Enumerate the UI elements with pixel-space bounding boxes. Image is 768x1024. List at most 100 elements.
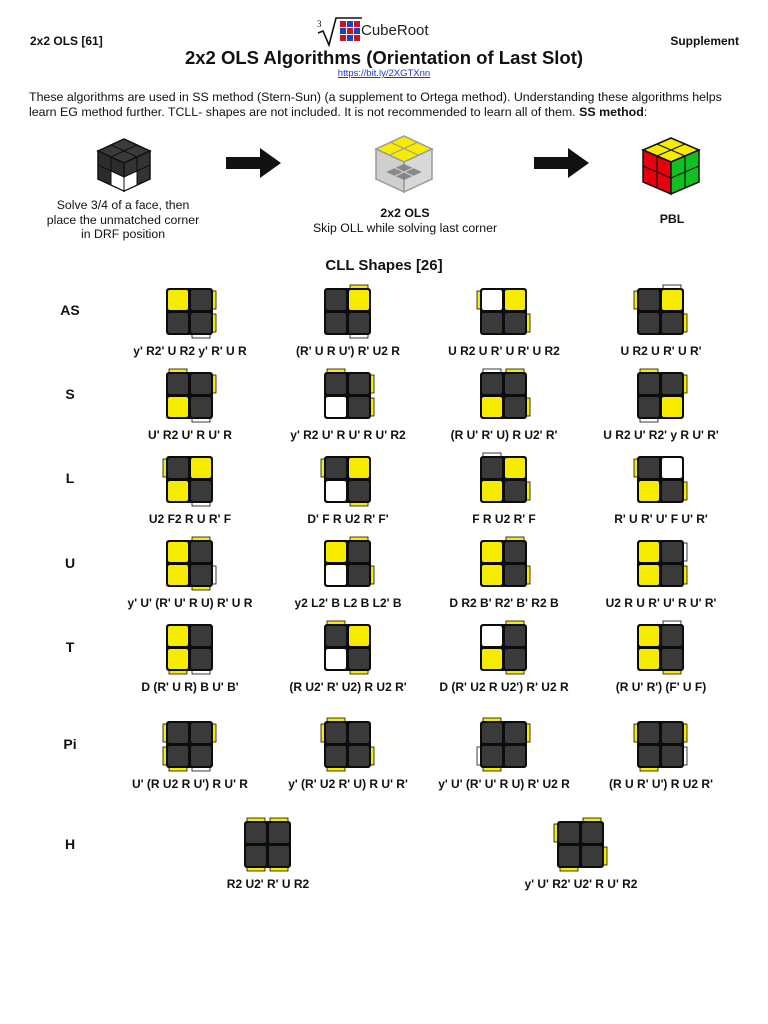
- cube-diagram-icon: [324, 284, 371, 339]
- top-sticker: [639, 458, 659, 478]
- algorithm-text: y2 L2' B L2 B L2' B: [294, 596, 402, 610]
- top-sticker: [582, 846, 602, 866]
- top-sticker: [168, 313, 188, 333]
- top-sticker: [269, 823, 289, 843]
- case-cell: D' F R U2 R' F': [263, 451, 433, 526]
- top-sticker: [191, 542, 211, 562]
- top-sticker: [639, 542, 659, 562]
- top-sticker: [168, 746, 188, 766]
- top-sticker: [168, 481, 188, 501]
- top-sticker: [662, 746, 682, 766]
- case-cell: (R U R' U') R U2 R': [576, 716, 746, 791]
- top-sticker: [168, 290, 188, 310]
- logo-text: CubeRoot: [361, 22, 429, 39]
- algorithm-text: F R U2 R' F: [472, 512, 536, 526]
- page-tag-right: Supplement: [670, 34, 739, 48]
- top-sticker: [505, 723, 525, 743]
- algorithm-text: y' U' (R' U' R U) R' U2 R: [438, 777, 570, 791]
- top-sticker: [191, 649, 211, 669]
- algorithm-text: U2 R U R' U' R U' R': [605, 596, 717, 610]
- cube-diagram-icon: [480, 452, 531, 503]
- top-sticker: [639, 290, 659, 310]
- top-sticker: [349, 649, 369, 669]
- top-sticker: [639, 397, 659, 417]
- case-cell: y' R2' U R2 y' R' U R: [105, 283, 275, 358]
- algorithm-text: (R U' R' U) R U2' R': [450, 428, 558, 442]
- top-sticker: [326, 626, 346, 646]
- algorithm-text: y' U' (R' U' R U) R' U R: [127, 596, 253, 610]
- cube-diagram-icon: [553, 817, 608, 872]
- top-sticker: [168, 565, 188, 585]
- cube-root-logo-icon: 3: [317, 17, 362, 48]
- top-sticker: [349, 481, 369, 501]
- top-sticker: [191, 313, 211, 333]
- algorithm-text: D (R' U R) B U' B': [141, 680, 239, 694]
- arrow-right-icon: [534, 148, 590, 178]
- top-sticker: [349, 374, 369, 394]
- case-cell: U' R2 U' R U' R: [105, 367, 275, 442]
- top-sticker: [191, 723, 211, 743]
- cube-diagram-icon: [637, 368, 688, 423]
- step1-cube-image: [94, 137, 154, 198]
- top-sticker: [349, 565, 369, 585]
- cube-diagram-icon: [162, 456, 213, 507]
- case-cell: U R2 U R' U R': [576, 283, 746, 358]
- algorithm-text: y' (R' U2 R' U) R U' R': [288, 777, 408, 791]
- top-sticker: [482, 481, 502, 501]
- top-sticker: [505, 626, 525, 646]
- top-sticker: [505, 458, 525, 478]
- algorithm-text: U R2 U R' U R': [620, 344, 702, 358]
- top-sticker: [191, 458, 211, 478]
- algorithm-text: D' F R U2 R' F': [307, 512, 389, 526]
- case-cell: F R U2 R' F: [419, 451, 589, 526]
- top-sticker: [482, 290, 502, 310]
- top-sticker: [168, 626, 188, 646]
- algorithm-text: R' U R' U' F U' R': [614, 512, 708, 526]
- algorithm-text: (R U R' U') R U2 R': [609, 777, 713, 791]
- top-sticker: [505, 290, 525, 310]
- cube-diagram-icon: [320, 717, 375, 772]
- top-sticker: [505, 542, 525, 562]
- case-cell: (R' U R U') R' U2 R: [263, 283, 433, 358]
- top-sticker: [482, 746, 502, 766]
- cube-diagram-icon: [480, 620, 527, 675]
- page-tag-left: 2x2 OLS [61]: [30, 34, 103, 48]
- cube-diagram-icon: [324, 536, 375, 587]
- cube-diagram-icon: [633, 456, 688, 503]
- top-sticker: [505, 746, 525, 766]
- top-sticker: [639, 626, 659, 646]
- algorithm-text: U' (R U2 R U') R U' R: [132, 777, 248, 791]
- cuberoot-logo: 3 CubeRoot: [314, 15, 464, 48]
- top-sticker: [349, 458, 369, 478]
- algorithm-text: U' R2 U' R U' R: [148, 428, 232, 442]
- top-sticker: [191, 565, 211, 585]
- top-sticker: [326, 458, 346, 478]
- step1-caption: Solve 3/4 of a face, then place the unma…: [46, 198, 200, 241]
- top-sticker: [639, 723, 659, 743]
- case-cell: U2 R U R' U' R U' R': [576, 535, 746, 610]
- top-sticker: [505, 649, 525, 669]
- step3-caption: PBL: [659, 212, 685, 226]
- top-sticker: [191, 290, 211, 310]
- top-sticker: [639, 649, 659, 669]
- top-sticker: [505, 313, 525, 333]
- case-cell: (R U2' R' U2) R U2 R': [263, 619, 433, 694]
- top-sticker: [191, 374, 211, 394]
- arrow-right-icon: [226, 148, 282, 178]
- cube-diagram-icon: [166, 536, 217, 591]
- algorithm-text: U2 F2 R U R' F: [148, 512, 232, 526]
- top-sticker: [505, 565, 525, 585]
- top-sticker: [168, 374, 188, 394]
- top-sticker: [349, 542, 369, 562]
- cube-diagram-icon: [162, 721, 217, 772]
- svg-text:3: 3: [317, 19, 322, 29]
- algorithm-text: y' R2 U' R U' R U' R2: [290, 428, 406, 442]
- top-sticker: [269, 846, 289, 866]
- source-link[interactable]: https://bit.ly/2XGTXnn: [337, 68, 431, 79]
- case-cell: U2 F2 R U R' F: [105, 451, 275, 526]
- step2-cube-image: [372, 134, 436, 199]
- row-label-l: L: [65, 470, 75, 486]
- top-sticker: [559, 846, 579, 866]
- top-sticker: [326, 565, 346, 585]
- cube-diagram-icon: [166, 624, 213, 675]
